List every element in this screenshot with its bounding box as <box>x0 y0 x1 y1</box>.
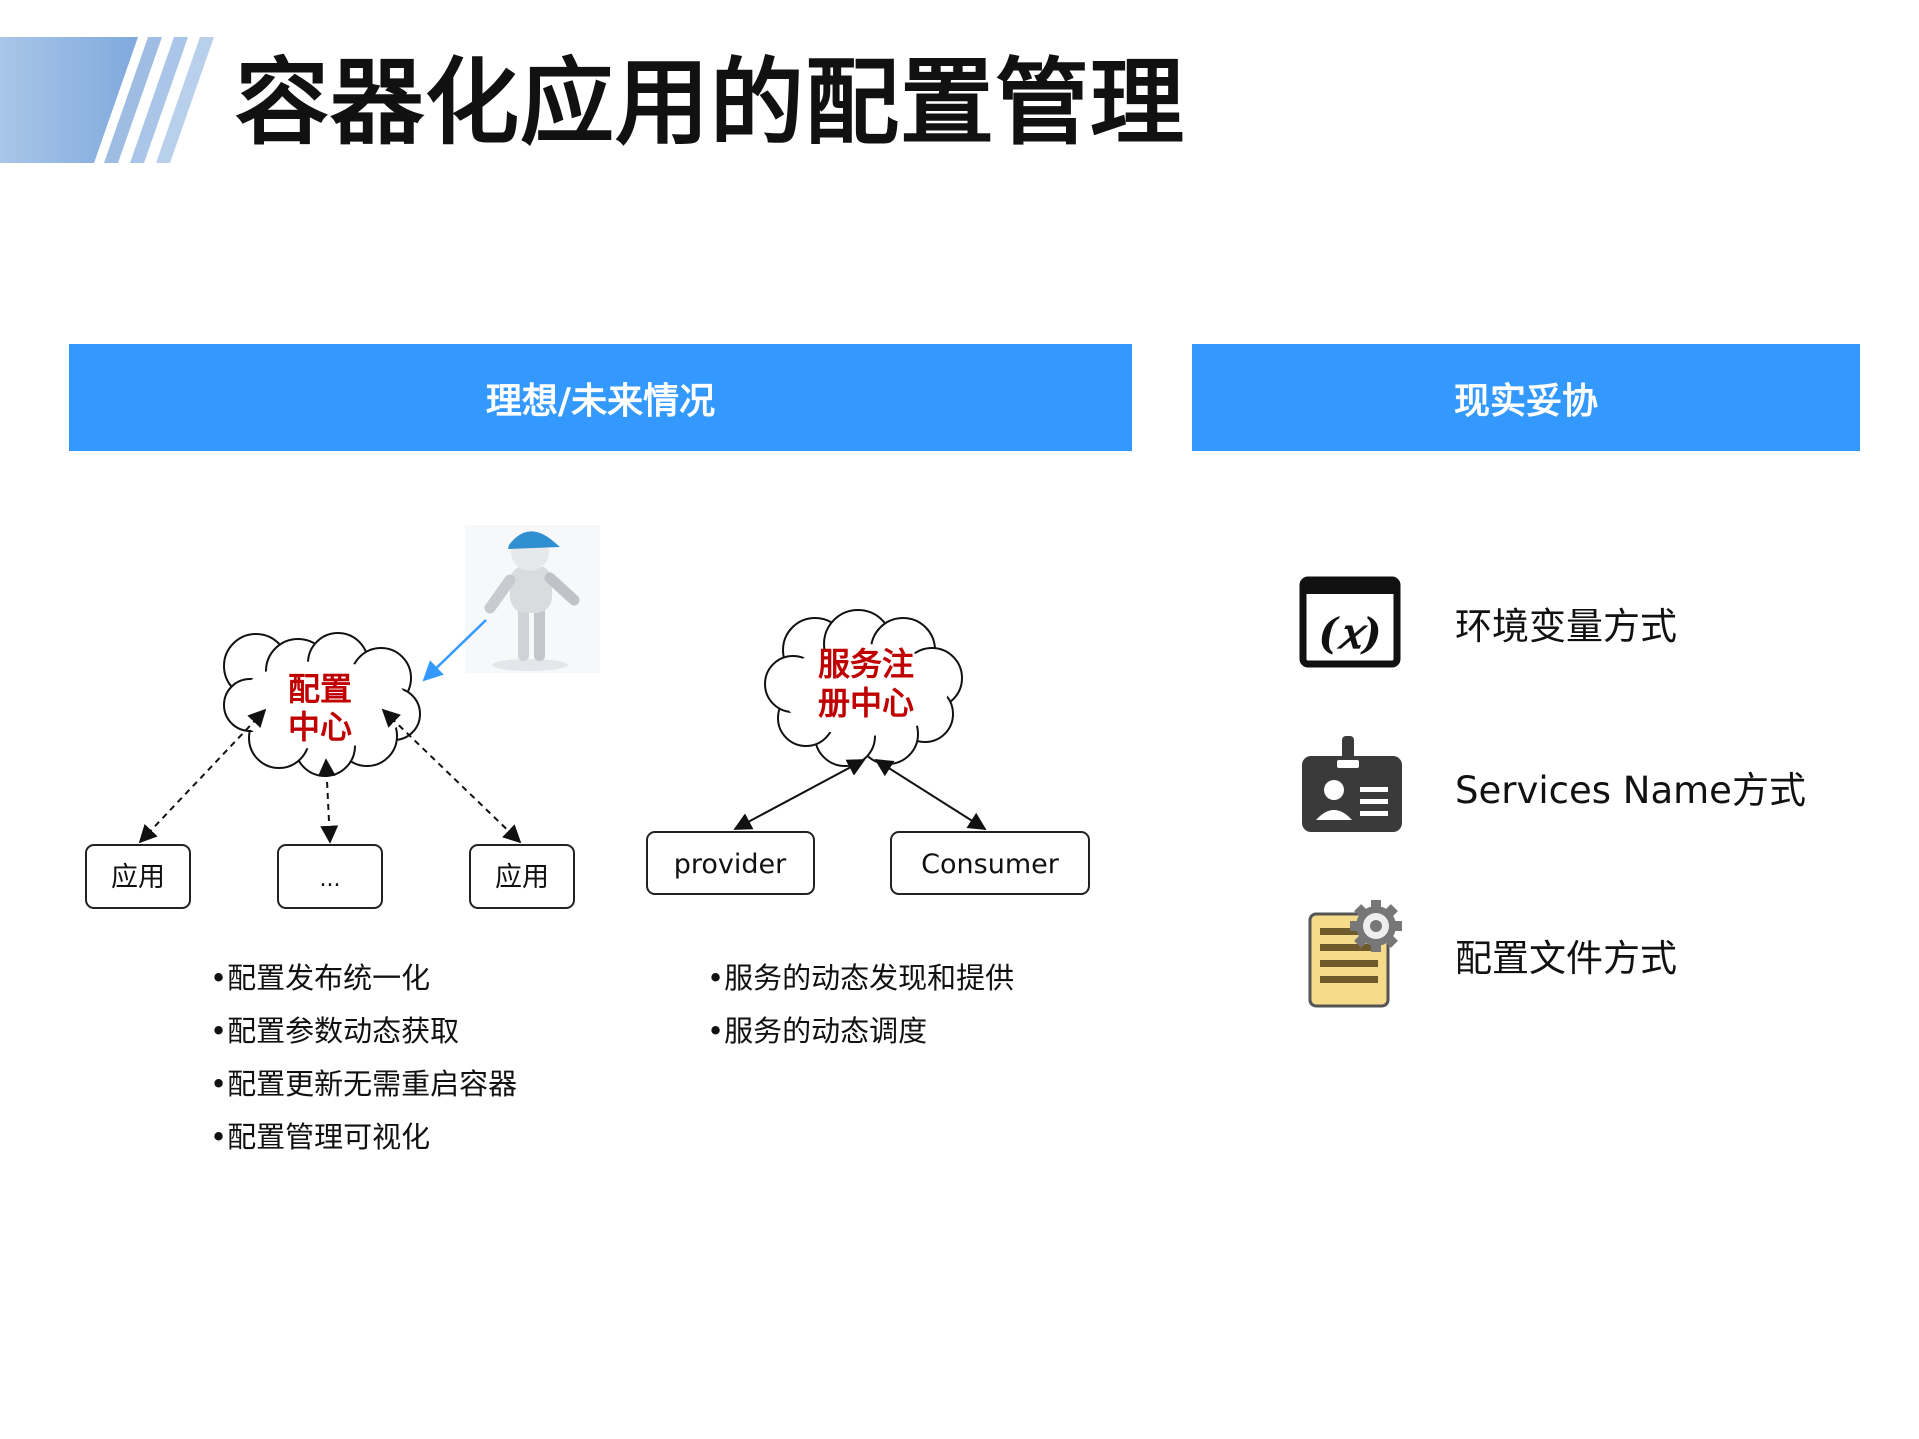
page-title: 容器化应用的配置管理 <box>235 49 1186 158</box>
config-node: ... <box>277 844 383 909</box>
config-node: 应用 <box>469 844 575 909</box>
config-bullet-list: •配置发布统一化 •配置参数动态获取 •配置更新无需重启容器 •配置管理可视化 <box>210 952 517 1164</box>
config-file-icon <box>1308 900 1402 1008</box>
config-arrows <box>138 708 522 844</box>
list-item: •配置参数动态获取 <box>210 1014 460 1048</box>
id-badge-icon <box>1302 736 1402 832</box>
list-item: •配置更新无需重启容器 <box>210 1067 518 1101</box>
svg-text:...: ... <box>320 867 341 892</box>
reality-item-env: (𝑥) 环境变量方式 <box>1290 568 1850 678</box>
reality-item-services-name: Services Name方式 <box>1290 732 1850 842</box>
config-center-cloud <box>223 632 421 777</box>
reality-item-config-file: 配置文件方式 <box>1290 900 1850 1010</box>
config-center-label: 配置 <box>288 670 352 708</box>
reality-item-label: Services Name方式 <box>1455 769 1806 812</box>
title-decoration <box>0 37 214 163</box>
config-center-label: 中心 <box>288 708 352 746</box>
list-item: •服务的动态发现和提供 <box>707 961 1015 995</box>
service-node-consumer: Consumer <box>890 831 1090 895</box>
service-arrows <box>733 759 987 830</box>
service-bullet-list: •服务的动态发现和提供 •服务的动态调度 <box>707 952 1014 1058</box>
service-registry-label: 服务注 <box>818 645 914 683</box>
section-header-reality: 现实妥协 <box>1192 344 1860 451</box>
list-item: •服务的动态调度 <box>707 1014 928 1048</box>
admin-arrow <box>422 619 487 682</box>
list-item: •配置管理可视化 <box>210 1120 431 1154</box>
reality-item-label: 环境变量方式 <box>1455 605 1677 648</box>
config-node: 应用 <box>85 844 191 909</box>
svg-text:(𝑥): (𝑥) <box>1318 609 1381 658</box>
service-node-provider: provider <box>646 831 815 895</box>
reality-item-label: 配置文件方式 <box>1455 937 1677 980</box>
service-registry-label: 册中心 <box>818 684 914 722</box>
section-header-ideal: 理想/未来情况 <box>69 344 1132 451</box>
svg-text:应用: 应用 <box>111 862 165 893</box>
svg-text:Consumer: Consumer <box>921 849 1060 880</box>
variable-icon: (𝑥) <box>1299 576 1401 668</box>
service-registry-cloud <box>764 609 963 767</box>
list-item: •配置发布统一化 <box>210 961 431 995</box>
svg-text:provider: provider <box>674 849 787 880</box>
svg-text:应用: 应用 <box>495 862 549 893</box>
person-with-cap-icon <box>465 525 600 673</box>
